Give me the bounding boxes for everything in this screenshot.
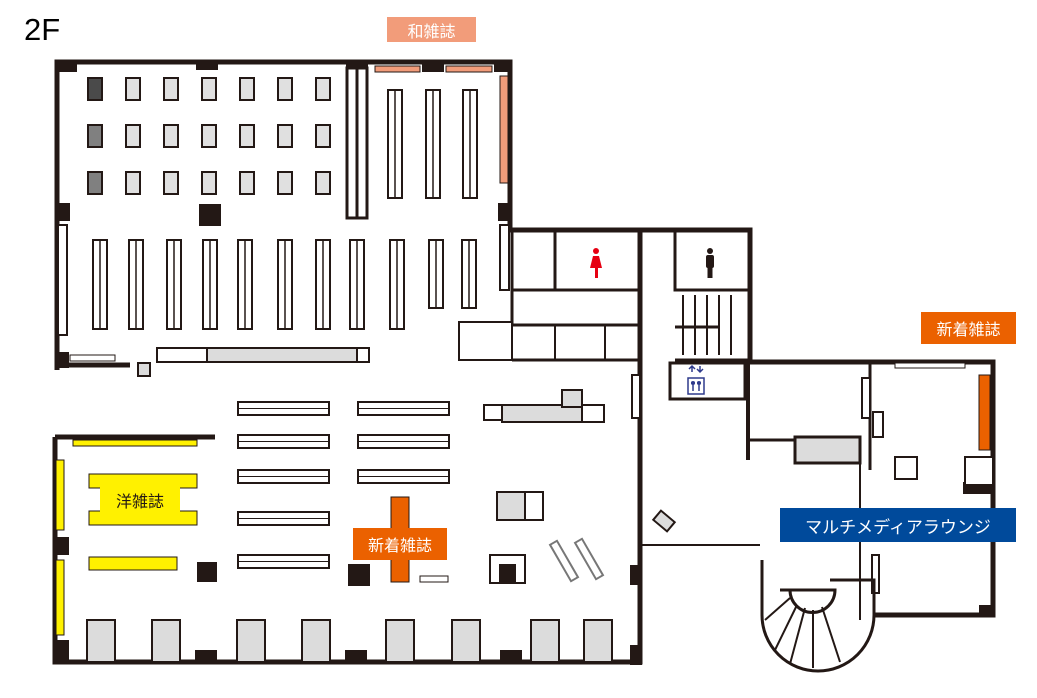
wall-shelf [631, 374, 641, 419]
counter [156, 347, 208, 363]
elevator-icon [687, 364, 705, 395]
table [239, 77, 255, 101]
table [163, 77, 179, 101]
bench [419, 575, 449, 583]
pillar [348, 564, 370, 586]
wall-shelf [861, 377, 871, 419]
table [524, 491, 544, 521]
elevator-hall [668, 361, 747, 401]
table [151, 619, 181, 663]
service-desk [561, 389, 583, 408]
table [236, 619, 266, 663]
wall [510, 230, 640, 327]
spiral-stair-steps [764, 597, 841, 668]
lounge-counter [793, 435, 862, 465]
table [87, 124, 103, 148]
table [451, 619, 481, 663]
japanese-magazines-label: 和雑誌 [387, 17, 476, 42]
spiral-stair-core [780, 588, 837, 614]
table [496, 491, 526, 521]
pillar [55, 537, 69, 555]
pillar [345, 650, 367, 662]
foreign-magazines-label: 洋雑誌 [100, 485, 180, 515]
table [163, 171, 179, 195]
machine [499, 564, 516, 584]
japanese-magazine-shelf [374, 65, 421, 73]
pillar [55, 640, 69, 662]
pillar [55, 203, 70, 221]
table [315, 77, 331, 101]
multimedia-lounge-label: マルチメディアラウンジ [780, 508, 1016, 542]
table [87, 171, 103, 195]
wall-shelf [57, 224, 68, 336]
wall-shelf [499, 224, 510, 291]
pillar [197, 562, 217, 582]
wall [673, 230, 748, 292]
table [315, 171, 331, 195]
pillar [199, 204, 221, 226]
counter [356, 347, 370, 363]
service-desk [483, 404, 503, 421]
foreign-magazine-shelf [55, 459, 65, 531]
pillar [498, 203, 512, 221]
service-desk [581, 404, 605, 423]
table [125, 171, 141, 195]
table [277, 171, 293, 195]
male-restroom-icon [706, 248, 714, 278]
diagonal-benches [548, 509, 677, 583]
pillar [630, 645, 642, 665]
foreign-magazine-shelf [55, 559, 65, 636]
pillar [195, 650, 217, 662]
table [277, 124, 293, 148]
spiral-staircase [760, 560, 876, 673]
pillar [500, 650, 522, 662]
japanese-magazine-shelf [445, 65, 493, 73]
table [201, 77, 217, 101]
counter [69, 354, 116, 362]
counter [206, 347, 358, 363]
counter [458, 321, 513, 361]
table [125, 124, 141, 148]
pillar [55, 60, 77, 72]
small-table [137, 362, 151, 377]
pillar [422, 60, 444, 72]
table [583, 619, 613, 663]
table [530, 619, 560, 663]
pillar [979, 605, 993, 617]
japanese-magazine-shelf [499, 75, 509, 184]
floor-number: 2F [24, 12, 61, 47]
pillar [630, 565, 642, 585]
pillar [494, 60, 512, 72]
table [87, 77, 103, 101]
lounge-shelf [964, 456, 994, 486]
table [86, 619, 116, 663]
new-magazine-shelf-lounge [978, 374, 991, 451]
table [277, 77, 293, 101]
female-restroom-icon [590, 248, 602, 278]
wall-shelf [872, 411, 884, 438]
table [201, 124, 217, 148]
table [301, 619, 331, 663]
table [239, 124, 255, 148]
table [163, 124, 179, 148]
pillar [55, 352, 69, 368]
new-magazines-label-center: 新着雑誌 [353, 528, 447, 560]
table [125, 77, 141, 101]
table [315, 124, 331, 148]
pillar [196, 60, 218, 70]
foreign-magazine-shelf [88, 556, 178, 571]
new-magazines-label-top: 新着雑誌 [921, 312, 1016, 344]
table [201, 171, 217, 195]
table [385, 619, 415, 663]
lounge-table [894, 456, 918, 480]
window [894, 362, 966, 369]
table [239, 171, 255, 195]
foreign-magazine-shelf [72, 439, 198, 447]
